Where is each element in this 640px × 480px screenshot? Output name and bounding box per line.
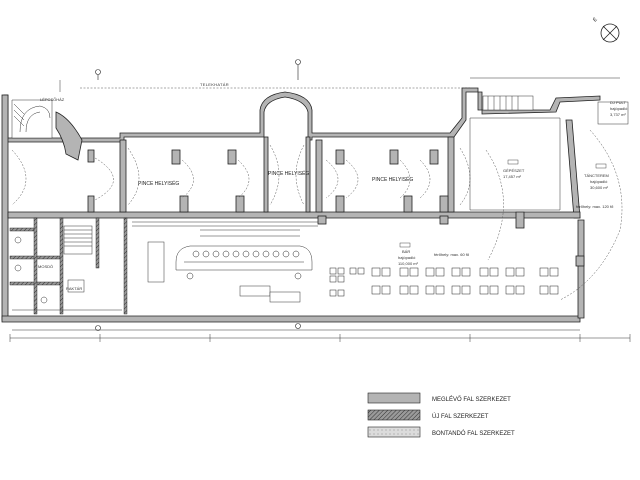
boundary-label: TELEKHATÁR xyxy=(200,82,229,87)
room-gepeszet-area: 17,457 m² xyxy=(503,174,522,179)
room-tancterem-sub: hajópadló xyxy=(590,179,608,184)
bar-tables xyxy=(329,267,559,297)
bar-counter xyxy=(132,221,318,303)
cellar-piers xyxy=(87,136,455,213)
right-zone xyxy=(469,95,629,301)
legend-label-demolish: BONTANDÓ FAL SZERKEZET xyxy=(432,430,515,437)
room-tancterem-area: 30,600 m² xyxy=(590,185,609,190)
capacity-dance: férőhely: max. 120 fő xyxy=(576,204,614,209)
room-dj-sub: hajópadló xyxy=(610,106,628,111)
north-label: É xyxy=(591,16,599,24)
north-arrow-icon: É xyxy=(591,16,620,43)
room-pince-2: PINCE HELYISÉG xyxy=(268,170,309,177)
room-pince-3: PINCE HELYISÉG xyxy=(372,176,413,183)
legend-item-new-wall: ÚJ FAL SZERKEZET xyxy=(367,409,489,421)
room-raktar: RAKTÁR xyxy=(66,286,82,291)
middle-piers xyxy=(317,211,585,267)
room-lepcsohaz: LÉPCSŐHÁZ xyxy=(40,97,65,102)
outer-walls xyxy=(1,87,601,323)
room-pince-1: PINCE HELYISÉG xyxy=(138,180,179,187)
room-dj-pult: DJ PULT xyxy=(610,100,626,105)
legend-item-existing-wall: MEGLÉVŐ FAL SZERKEZET xyxy=(367,392,511,404)
dimension-line xyxy=(9,329,631,342)
property-boundary: TELEKHATÁR xyxy=(59,77,620,92)
legend-label-existing: MEGLÉVŐ FAL SZERKEZET xyxy=(432,396,511,403)
room-mosdo: MOSDÓ xyxy=(38,264,53,269)
room-dj-area: 3,737 m² xyxy=(610,112,626,117)
staircase: LÉPCSŐHÁZ xyxy=(11,97,83,161)
room-bar-area: 110,000 m² xyxy=(398,261,419,266)
room-gepeszet: GÉPÉSZET xyxy=(503,168,525,173)
room-tancterem: TÁNCTEREM xyxy=(584,173,609,178)
room-bar: BÁR xyxy=(402,249,410,254)
room-bar-sub: hajópadló xyxy=(398,255,416,260)
legend-item-demolish-wall: BONTANDÓ FAL SZERKEZET xyxy=(367,426,515,438)
legend: MEGLÉVŐ FAL SZERKEZET ÚJ FAL SZERKEZET B… xyxy=(367,392,515,438)
service-rooms xyxy=(9,217,128,315)
section-markers xyxy=(95,59,301,331)
legend-label-new: ÚJ FAL SZERKEZET xyxy=(432,413,489,420)
capacity-bar: férőhely: max. 60 fő xyxy=(434,252,470,257)
